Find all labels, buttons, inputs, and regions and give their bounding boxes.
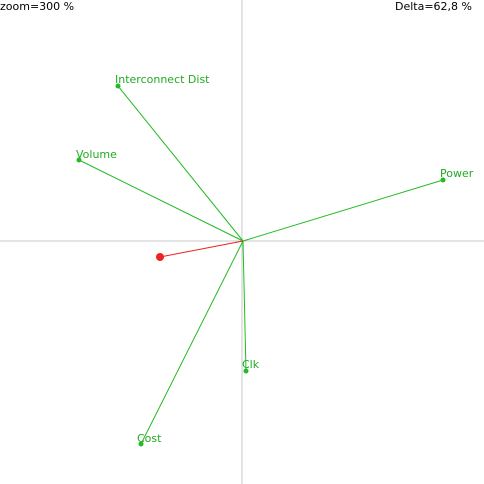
- vector-label-clk: Clk: [242, 358, 260, 371]
- vector-label-power: Power: [440, 167, 474, 180]
- vector-cost: [140, 240, 244, 445]
- vector-volume: [78, 159, 244, 242]
- vector-label-interconnect-dist: Interconnect Dist: [115, 73, 210, 86]
- vector-tip-cost[interactable]: [138, 441, 144, 447]
- vector-tip-power[interactable]: [440, 177, 446, 183]
- vector-tip-volume[interactable]: [76, 157, 82, 163]
- zoom-readout: zoom=300 %: [0, 0, 75, 13]
- selection-vector: [159, 240, 244, 258]
- vector-clk: [242, 240, 247, 372]
- vector-tip-clk[interactable]: [243, 368, 249, 374]
- vector-interconnect-dist: [117, 85, 244, 242]
- vector-tip-interconnect-dist[interactable]: [115, 83, 121, 89]
- delta-readout: Delta=62,8 %: [394, 0, 472, 13]
- vector-label-cost: Cost: [137, 432, 162, 445]
- vector-power: [242, 179, 444, 242]
- vector-label-volume: Volume: [76, 148, 117, 161]
- selection-point[interactable]: [156, 253, 164, 261]
